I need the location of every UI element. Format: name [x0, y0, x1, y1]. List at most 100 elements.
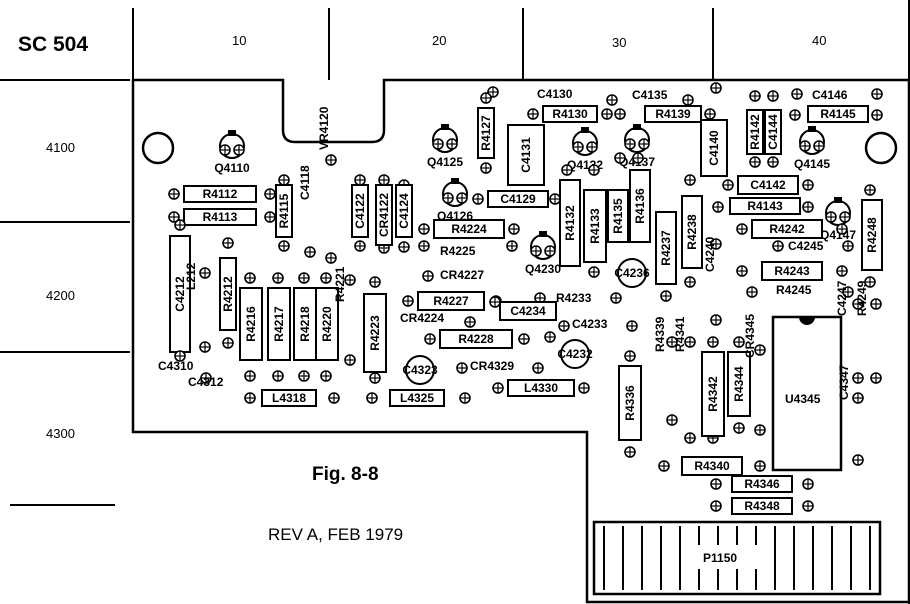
component-label: R4348: [744, 499, 780, 513]
component-label: Q4110: [214, 161, 250, 175]
component-r4346: R4346: [710, 475, 814, 493]
component-c4232: C4232: [557, 339, 593, 369]
component-r4216: R4216: [239, 272, 263, 382]
component-r4223: R4223: [363, 276, 387, 384]
component-label: C4312: [188, 375, 224, 389]
component-vr4120: VR4120: [317, 106, 337, 264]
component-q4132: Q4132: [567, 127, 603, 172]
mounting-hole: [141, 131, 175, 165]
component-label: R4221: [333, 266, 347, 302]
revision-caption: REV A, FEB 1979: [268, 525, 403, 544]
component-label: R4245: [776, 283, 812, 297]
component-label: R4228: [458, 332, 494, 346]
component-label: R4135: [611, 198, 625, 234]
component-c4240: C4240: [703, 236, 722, 326]
component-label: L4325: [400, 391, 434, 405]
component-label: CR4227: [440, 268, 484, 282]
component-q4110: Q4110: [214, 130, 250, 175]
component-label: C4122: [353, 193, 367, 229]
component-label: VR4120: [317, 106, 331, 150]
component-label: C4247: [835, 280, 849, 316]
component-c4347: C4347: [837, 364, 864, 466]
component-label: R4237: [659, 230, 673, 266]
component-label: R4212: [221, 276, 235, 312]
column-label: 10: [232, 33, 246, 48]
component-c4247: C4247: [835, 280, 864, 384]
component-r4224: R4224: [418, 219, 520, 239]
component-q4147: Q4147: [820, 197, 856, 242]
component-label: C4140: [707, 130, 721, 166]
row-label: 4100: [46, 140, 75, 155]
component-label: R4216: [244, 306, 258, 342]
component-label: R4115: [277, 193, 291, 228]
component-r4132: R4132: [559, 164, 581, 267]
component-label: C4240: [703, 236, 717, 272]
component-label: C4131: [519, 137, 533, 173]
component-label: R4112: [203, 187, 238, 201]
component-r4233: R4233: [534, 291, 622, 305]
component-label: CR4345: [743, 314, 757, 358]
component-c4234: C4234: [489, 296, 557, 343]
component-l4330: L4330: [492, 379, 590, 397]
component-q4137: Q4137: [619, 124, 655, 169]
component-cr4227: CR4227: [422, 268, 484, 282]
component-label: CR4329: [470, 359, 514, 373]
component-label: C4212: [173, 276, 187, 312]
component-label: R4143: [747, 199, 783, 213]
component-r4344: R4344: [727, 336, 751, 434]
component-label: C4142: [750, 178, 786, 192]
component-r4243: R4243: [736, 261, 848, 281]
board-title: SC 504: [18, 33, 88, 56]
component-c4144: C4144: [764, 90, 782, 168]
component-r4112: R4112: [168, 185, 276, 203]
component-label: R4249: [855, 280, 869, 316]
component-label: L4318: [272, 391, 306, 405]
component-r4221: R4221: [333, 266, 356, 366]
component-label: R4224: [451, 222, 487, 236]
component-label: C4124: [397, 193, 411, 229]
component-label: R4225: [440, 244, 476, 258]
component-label: R4136: [633, 188, 647, 224]
component-r4130: R4130: [527, 105, 613, 123]
row-label: 4200: [46, 288, 75, 303]
component-q4145: Q4145: [794, 126, 830, 171]
component-label: R4139: [655, 107, 691, 121]
component-label: R4248: [865, 217, 879, 253]
component-label: R4336: [623, 385, 637, 421]
component-label: R4344: [732, 366, 746, 402]
component-label: R4132: [563, 205, 577, 241]
row-label: 4300: [46, 426, 75, 441]
component-c4142: C4142: [722, 175, 814, 195]
figure-caption: Fig. 8-8: [312, 464, 379, 485]
component-r4348: R4348: [710, 497, 814, 515]
component-label: R4233: [556, 291, 592, 305]
component-q4230: Q4230: [525, 231, 561, 276]
component-label: C4129: [500, 192, 536, 206]
component-c4310: C4310: [158, 350, 194, 373]
component-r4135: R4135: [607, 152, 629, 243]
component-label: C4310: [158, 359, 194, 373]
ic-notch: [799, 317, 815, 325]
component-label: C4347: [837, 364, 851, 400]
component-r4336: R4336: [618, 350, 642, 458]
component-label: Q4147: [820, 228, 856, 242]
mounting-hole: [864, 131, 898, 165]
component-r4136: R4136: [629, 152, 651, 243]
component-label: R4339: [653, 316, 667, 352]
component-label: R4223: [368, 315, 382, 351]
component-label: R4238: [685, 214, 699, 250]
component-label: R4113: [203, 210, 238, 224]
component-label: C4146: [812, 88, 848, 102]
component-r4339: R4339: [653, 316, 678, 426]
component-c4146: C4146: [791, 88, 883, 102]
component-r4143: R4143: [712, 197, 814, 215]
component-r4115: R4115: [275, 174, 293, 252]
component-r4242: R4242: [736, 219, 848, 239]
component-label: R4341: [673, 316, 687, 352]
component-r4341: R4341: [673, 316, 696, 444]
component-r4245: R4245: [746, 283, 854, 298]
component-label: R4142: [748, 114, 762, 150]
column-label: 20: [432, 33, 446, 48]
component-c4131: C4131: [507, 124, 545, 186]
